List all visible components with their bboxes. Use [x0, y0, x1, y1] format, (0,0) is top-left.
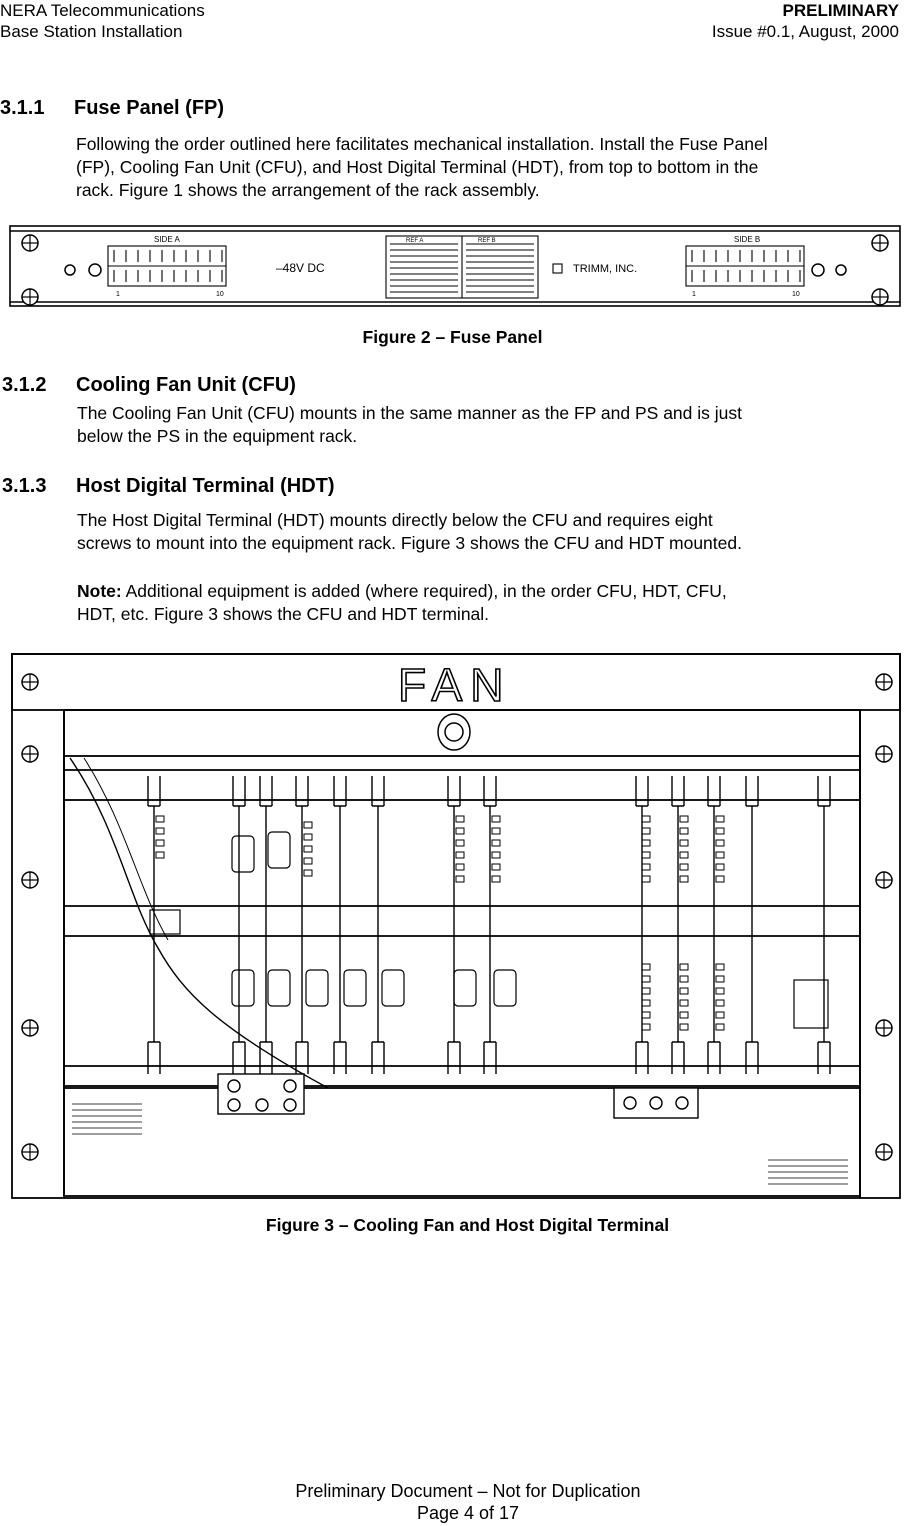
note-text: HDT, etc. Figure 3 shows the CFU and HDT… [77, 604, 490, 624]
paragraph-line: rack. Figure 1 shows the arrangement of … [76, 180, 540, 200]
tick-label: 1 [116, 291, 120, 298]
figure-caption-fuse-panel: Figure 2 – Fuse Panel [362, 327, 543, 347]
note-paragraph: Note: Additional equipment is added (whe… [77, 580, 727, 626]
figure-caption-fan-hdt: Figure 3 – Cooling Fan and Host Digital … [265, 1215, 670, 1235]
side-b-label: SIDE B [734, 235, 760, 244]
section-number: 3.1.1 [0, 97, 45, 119]
section-heading-hdt: 3.1.3 Host Digital Terminal (HDT) [2, 475, 335, 498]
footer-disclaimer: Preliminary Document – Not for Duplicati… [295, 1481, 641, 1501]
section-title: Host Digital Terminal (HDT) [76, 475, 335, 497]
fuse-panel-drawing: SIDE A SIDE B 1 10 1 10 –48V DC TRIMM, I… [9, 225, 901, 307]
section-heading-cfu: 3.1.2 Cooling Fan Unit (CFU) [2, 374, 296, 397]
section-heading-fuse-panel: 3.1.1 Fuse Panel (FP) [0, 97, 224, 120]
note-text: Additional equipment is added (where req… [121, 581, 727, 601]
note-label: Note: [77, 581, 122, 601]
header-company: NERA Telecommunications [0, 1, 205, 20]
fan-label: FAN [398, 659, 511, 711]
paragraph-line: below the PS in the equipment rack. [77, 426, 358, 446]
paragraph-line: (FP), Cooling Fan Unit (CFU), and Host D… [76, 157, 759, 177]
section-title: Fuse Panel (FP) [74, 97, 225, 119]
section-body-cfu: The Cooling Fan Unit (CFU) mounts in the… [77, 402, 742, 448]
tick-label: 10 [792, 291, 800, 298]
section-title: Cooling Fan Unit (CFU) [76, 374, 296, 396]
section-body-fuse-panel: Following the order outlined here facili… [76, 133, 768, 202]
section-number: 3.1.3 [2, 475, 47, 497]
paragraph-line: screws to mount into the equipment rack.… [77, 533, 742, 553]
paragraph-line: The Cooling Fan Unit (CFU) mounts in the… [77, 403, 742, 423]
header-status: PRELIMINARY [782, 1, 900, 20]
maker-label: TRIMM, INC. [573, 263, 637, 275]
ref-a-label: REF A [406, 238, 423, 244]
side-a-label: SIDE A [154, 235, 180, 244]
fan-hdt-drawing: FAN [11, 653, 901, 1199]
paragraph-line: Following the order outlined here facili… [76, 134, 768, 154]
header-issue: Issue #0.1, August, 2000 [711, 22, 899, 41]
header-subtitle: Base Station Installation [0, 22, 183, 41]
tick-label: 1 [692, 291, 696, 298]
voltage-label: –48V DC [276, 261, 325, 275]
section-body-hdt: The Host Digital Terminal (HDT) mounts d… [77, 509, 742, 555]
ref-b-label: REF B [478, 238, 496, 244]
section-number: 3.1.2 [2, 374, 47, 396]
footer: Preliminary Document – Not for Duplicati… [0, 1480, 905, 1524]
tick-label: 10 [216, 291, 224, 298]
paragraph-line: The Host Digital Terminal (HDT) mounts d… [77, 510, 713, 530]
page-number: Page 4 of 17 [416, 1503, 520, 1523]
